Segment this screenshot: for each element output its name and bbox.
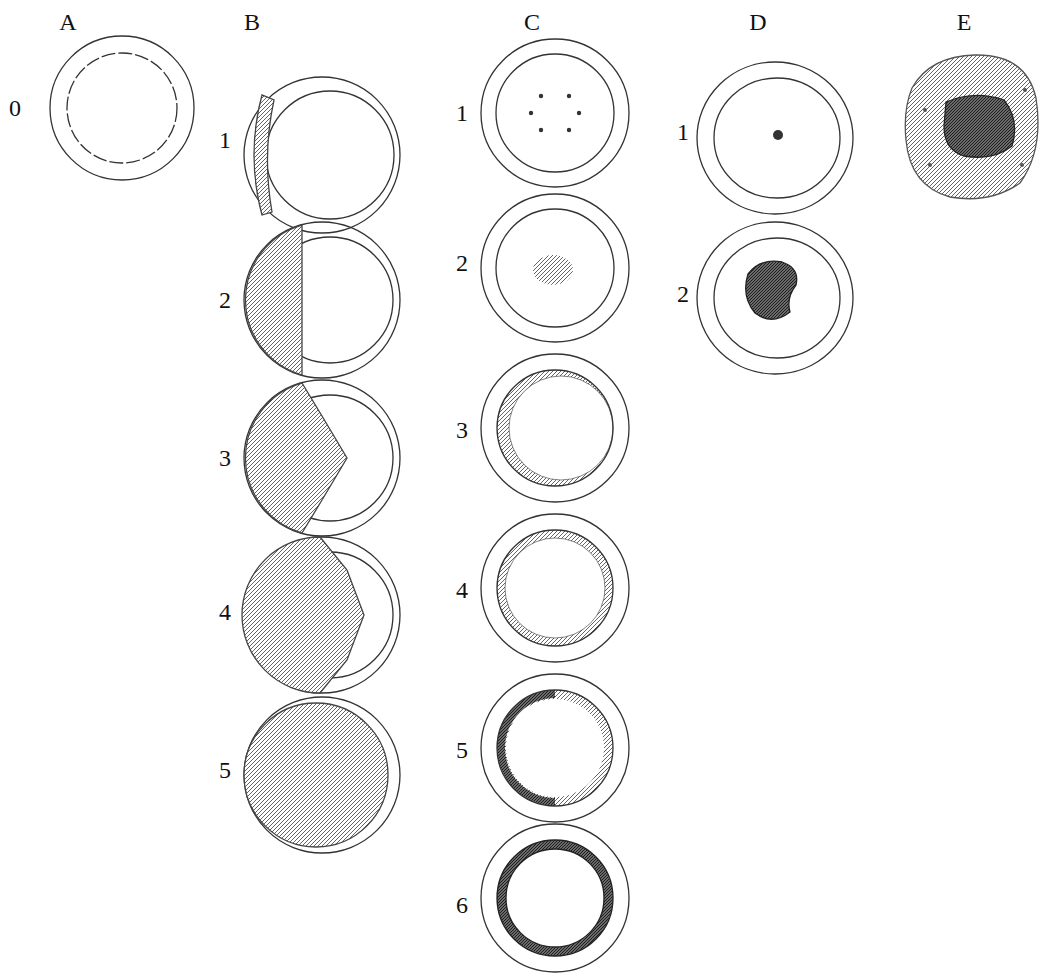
stage-number: 4 [219, 600, 231, 624]
stage-number: 6 [456, 893, 468, 917]
cell-b4 [242, 537, 400, 693]
stage-number: 3 [456, 418, 468, 442]
cell-a0 [50, 36, 194, 180]
column-letter: C [524, 10, 540, 34]
stage-number: 2 [219, 288, 231, 312]
cell-b2 [244, 222, 400, 378]
stage-number: 4 [456, 578, 468, 602]
cell-e [905, 55, 1038, 199]
stage-number: 5 [219, 758, 231, 782]
cell-c3 [481, 354, 629, 502]
cell-d1 [697, 62, 853, 214]
stage-number: 2 [456, 251, 468, 275]
stage-number: 3 [219, 446, 231, 470]
cell-d2 [697, 222, 853, 374]
column-letter: A [59, 10, 76, 34]
stage-number: 1 [456, 101, 468, 125]
stage-number: 1 [677, 120, 689, 144]
cell-b1 [244, 77, 400, 233]
column-letter: D [749, 10, 766, 34]
cell-c6 [481, 824, 629, 972]
cell-c4 [481, 514, 629, 662]
cell-b5 [244, 697, 400, 853]
column-letter: B [244, 10, 260, 34]
column-letter: E [957, 10, 972, 34]
stage-number: 5 [456, 738, 468, 762]
stage-number: 2 [677, 282, 689, 306]
cell-b3 [244, 380, 400, 536]
cell-c5 [481, 674, 629, 822]
stage-number: 0 [9, 96, 21, 120]
cell-c2 [481, 194, 629, 342]
cell-c1 [481, 39, 629, 187]
stage-number: 1 [219, 128, 231, 152]
